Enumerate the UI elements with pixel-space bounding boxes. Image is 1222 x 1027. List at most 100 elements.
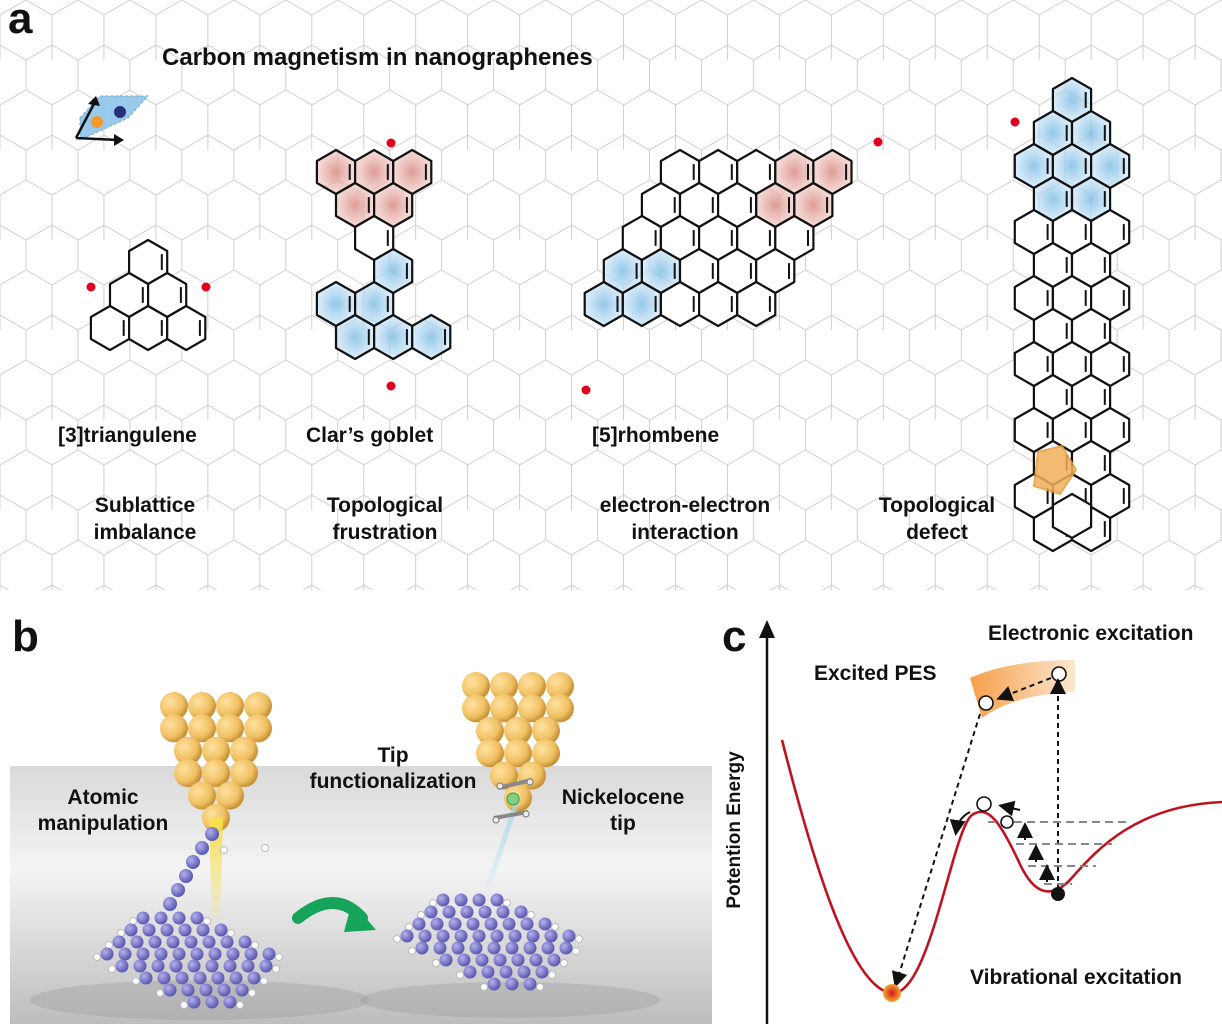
carbon-atom <box>259 959 273 973</box>
carbon-atom <box>535 965 549 979</box>
hydrogen-atom <box>503 899 511 907</box>
unpaired-spin-dot <box>86 282 96 292</box>
carbon-atom <box>559 941 573 955</box>
carbon-atom <box>247 971 261 985</box>
tip-atom <box>462 672 490 700</box>
tip-atom <box>160 692 188 720</box>
carbon-atom <box>439 953 453 967</box>
carbon-atom <box>196 923 210 937</box>
mechanism-1-line1: Sublattice <box>94 494 196 517</box>
carbon-atom <box>454 929 468 943</box>
carbon-atom <box>214 923 228 937</box>
carbon-atom <box>451 941 465 955</box>
carbon-atom <box>220 935 234 949</box>
tip-atom <box>230 759 258 788</box>
carbon-atom <box>508 929 522 943</box>
current-beam-left <box>209 818 223 920</box>
unpaired-spin-dot <box>386 138 396 148</box>
nickelocene-label-line1: Nickelocene <box>561 786 685 809</box>
carbon-atom <box>490 893 504 907</box>
ground-pes-curve <box>780 739 1222 995</box>
tip-atom <box>188 714 216 743</box>
carbon-atom <box>229 971 243 985</box>
hydrogen-atom <box>203 917 211 925</box>
hydrogen-atom <box>129 917 137 925</box>
carbon-atom <box>511 953 525 967</box>
mechanism-3-line1: electron-electron <box>599 494 771 517</box>
tip-label-line2: functionalization <box>309 770 477 793</box>
carbon-atom <box>505 977 519 991</box>
tip-atom <box>490 694 518 723</box>
carbon-atom <box>541 941 555 955</box>
tip-atom <box>202 759 230 788</box>
tip-atom <box>546 672 574 700</box>
carbon-atom <box>424 905 438 919</box>
carbon-atom <box>190 947 204 961</box>
carbon-atom <box>448 917 462 931</box>
hydrogen-atom <box>429 899 437 907</box>
tip-atom <box>230 736 258 765</box>
tip-atom <box>518 672 546 700</box>
panel-a: a Carbon magnetism in nanographenes [3]t… <box>0 0 1222 590</box>
carbon-atom <box>418 929 432 943</box>
manipulated-chain <box>163 827 269 911</box>
carbon-atom <box>133 959 147 973</box>
molecule-clars-goblet <box>315 148 452 361</box>
tip-atom <box>504 716 532 745</box>
mechanism-1-line2: imbalance <box>93 521 197 544</box>
carbon-atom <box>436 929 450 943</box>
carbon-atom <box>490 929 504 943</box>
carbon-atom <box>160 923 174 937</box>
atomic-label-line1: Atomic <box>67 786 139 809</box>
panel-a-letter: a <box>8 0 33 43</box>
tip-atom <box>160 714 188 743</box>
tip-atom <box>518 694 546 723</box>
carbon-atom <box>412 917 426 931</box>
carbon-atom <box>193 971 207 985</box>
carbon-atom <box>169 959 183 973</box>
hydrogen-atom <box>180 1001 188 1009</box>
atomic-manipulation-label: Atomic manipulation <box>28 786 178 836</box>
carbon-atom <box>433 941 447 955</box>
carbon-atom <box>139 971 153 985</box>
carbon-atom <box>502 917 516 931</box>
hydrogen-atom <box>480 983 488 991</box>
tip-atom <box>476 739 504 768</box>
nickelocene-tip-label: Nickelocene tip <box>548 786 698 836</box>
carbon-atom <box>217 983 231 997</box>
carbon-atom <box>547 953 561 967</box>
hydrogen-atom <box>527 911 535 919</box>
hydrogen-atom <box>275 953 283 961</box>
carbon-atom <box>175 971 189 985</box>
carbon-atom <box>124 923 138 937</box>
hydrogen-atom <box>156 989 164 997</box>
tip-atom <box>490 672 518 700</box>
molecule-triangulene <box>89 238 207 352</box>
nickelocene-molecule <box>492 778 534 824</box>
carbon-atom <box>472 929 486 943</box>
carbon-atom <box>469 941 483 955</box>
carbon-atom <box>142 923 156 937</box>
carbon-atom <box>223 959 237 973</box>
carbon-atom <box>544 929 558 943</box>
carbon-atom <box>538 917 552 931</box>
tip-atom <box>244 714 272 743</box>
hydrogen-atom <box>560 959 568 967</box>
carbon-atom <box>523 941 537 955</box>
carbon-atom <box>166 935 180 949</box>
carbon-atom <box>190 911 204 925</box>
molecule-drawings <box>86 76 1131 553</box>
carbon-atom <box>115 959 129 973</box>
tip-atom <box>532 716 560 745</box>
carbon-atom <box>514 905 528 919</box>
stm-tip-left <box>160 692 272 832</box>
ring <box>736 280 777 328</box>
hydrogen-atom <box>272 965 280 973</box>
carbon-atom <box>184 935 198 949</box>
panel-c: Potention Energy c Electronic excitation… <box>720 600 1222 1027</box>
carbon-atom <box>172 947 186 961</box>
mechanism-3-line2: interaction <box>631 521 739 544</box>
carbon-atom <box>472 893 486 907</box>
carbon-atom <box>517 965 531 979</box>
carbon-atom <box>163 983 177 997</box>
